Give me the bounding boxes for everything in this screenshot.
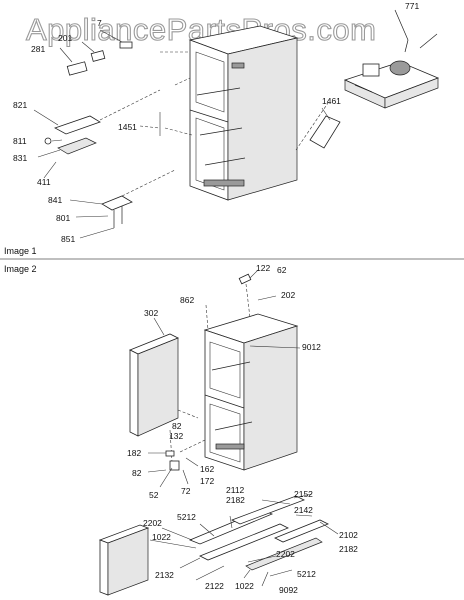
callout-9012: 9012 — [302, 342, 321, 352]
part-841 — [101, 195, 133, 211]
freezer-drawer-front — [98, 524, 150, 596]
callout-82-upper: 82 — [172, 421, 182, 431]
callout-2202-lower: 2202 — [276, 549, 295, 559]
section-label-image1: Image 1 — [4, 246, 37, 256]
image1-diagram — [33, 9, 440, 239]
cabinet-bottom — [203, 313, 299, 471]
callout-5212-lower: 5212 — [297, 569, 316, 579]
callout-2182-upper: 2182 — [226, 495, 245, 505]
cabinet-top — [188, 25, 299, 201]
callout-2152: 2152 — [294, 489, 313, 499]
callout-771: 771 — [405, 1, 419, 11]
part-831 — [57, 137, 97, 155]
callout-862: 862 — [180, 295, 194, 305]
part-72 — [169, 460, 180, 471]
callout-811: 811 — [13, 136, 27, 146]
callout-1022-lower: 1022 — [235, 581, 254, 591]
callout-172: 172 — [200, 476, 214, 486]
section-label-image2: Image 2 — [4, 264, 37, 274]
callout-1022-upper: 1022 — [152, 532, 171, 542]
callout-281: 281 — [31, 44, 45, 54]
slide-rail-assembly — [149, 493, 339, 587]
callout-52: 52 — [149, 490, 159, 500]
callout-82-lower: 82 — [132, 468, 142, 478]
compressor-assembly — [343, 9, 440, 109]
watermark: AppliancePartsPros.com — [26, 12, 376, 47]
callout-2122: 2122 — [205, 581, 224, 591]
callout-2112: 2112 — [226, 485, 245, 495]
callout-182: 182 — [127, 448, 141, 458]
callout-841: 841 — [48, 195, 62, 205]
part-1461 — [309, 115, 341, 149]
callout-9092: 9092 — [279, 585, 298, 595]
part-821 — [54, 115, 101, 135]
callout-831: 831 — [13, 153, 27, 163]
callout-821: 821 — [13, 100, 27, 110]
callout-851: 851 — [61, 234, 75, 244]
callout-302: 302 — [144, 308, 158, 318]
callout-162: 162 — [200, 464, 214, 474]
callout-2142: 2142 — [294, 505, 313, 515]
callout-201: 201 — [58, 33, 72, 43]
callout-411: 411 — [37, 177, 51, 187]
callout-2202-upper: 2202 — [143, 518, 162, 528]
part-182 — [165, 450, 175, 457]
part-7 — [119, 41, 133, 49]
callout-202: 202 — [281, 290, 295, 300]
callout-801: 801 — [56, 213, 70, 223]
callout-1461: 1461 — [322, 96, 341, 106]
part-811 — [44, 137, 52, 145]
fridge-door — [129, 333, 179, 437]
callout-122: 122 — [256, 263, 270, 273]
callout-2132: 2132 — [155, 570, 174, 580]
callout-72: 72 — [181, 486, 191, 496]
callout-132: 132 — [169, 431, 183, 441]
callout-2102: 2102 — [339, 530, 358, 540]
callout-7: 7 — [97, 18, 102, 28]
part-122 — [238, 273, 252, 285]
part-201 — [90, 50, 106, 62]
callout-2182-lower: 2182 — [339, 544, 358, 554]
callout-62: 62 — [277, 265, 287, 275]
image2-diagram — [98, 269, 339, 596]
part-281 — [66, 61, 88, 76]
callout-1451: 1451 — [118, 122, 137, 132]
callout-5212-upper: 5212 — [177, 512, 196, 522]
